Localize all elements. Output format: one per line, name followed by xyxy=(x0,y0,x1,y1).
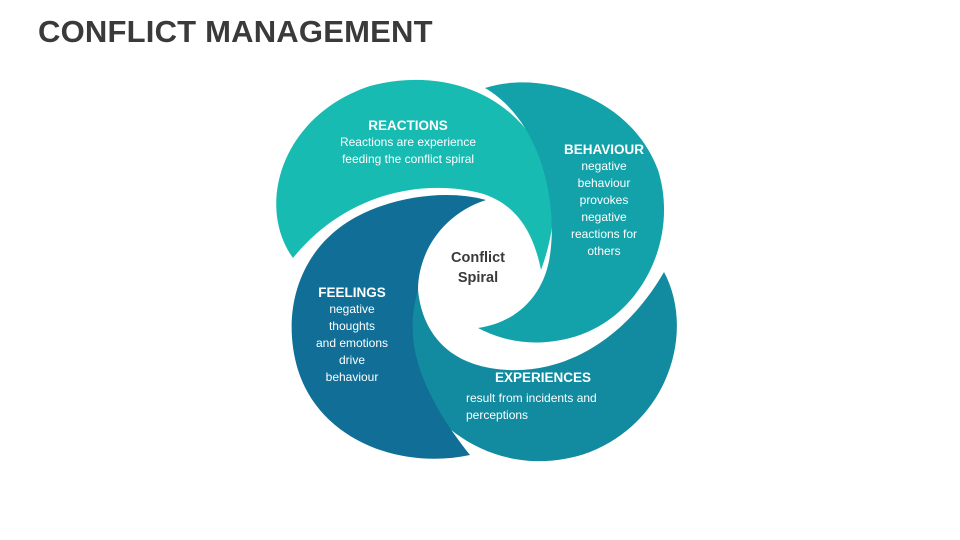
reactions-text-2: feeding the conflict spiral xyxy=(341,152,475,166)
behaviour-text-4: negative xyxy=(581,210,627,224)
experiences-text-1: result from incidents and xyxy=(466,391,597,405)
behaviour-text-1: negative xyxy=(581,159,627,173)
behaviour-petal xyxy=(478,82,665,343)
feelings-text-1: negative xyxy=(329,302,375,316)
feelings-text-3: and emotions xyxy=(315,336,389,350)
behaviour-text-5: reactions for xyxy=(570,227,638,241)
behaviour-text-6: others xyxy=(587,244,621,258)
reactions-heading: REACTIONS xyxy=(368,118,448,133)
behaviour-text-2: behaviour xyxy=(577,176,631,190)
feelings-text-4: drive xyxy=(338,353,365,367)
experiences-text-2: perceptions xyxy=(466,408,529,422)
reactions-label: REACTIONS Reactions are experience feedi… xyxy=(318,117,498,168)
feelings-text-5: behaviour xyxy=(325,370,379,384)
experiences-label: EXPERIENCES result from incidents and pe… xyxy=(458,369,628,424)
experiences-heading: EXPERIENCES xyxy=(494,370,592,385)
reactions-petal xyxy=(276,79,554,271)
center-line-1: Conflict xyxy=(451,250,505,266)
feelings-text-2: thoughts xyxy=(328,319,376,333)
behaviour-text-3: provokes xyxy=(579,193,629,207)
feelings-label: FEELINGS negative thoughts and emotions … xyxy=(298,284,406,386)
feelings-heading: FEELINGS xyxy=(318,285,386,300)
reactions-text-1: Reactions are experience xyxy=(339,135,477,149)
feelings-petal xyxy=(291,195,486,459)
page-title: CONFLICT MANAGEMENT xyxy=(38,14,433,49)
behaviour-heading: BEHAVIOUR xyxy=(563,142,644,157)
center-line-2: Spiral xyxy=(457,270,499,286)
center-label: Conflict Spiral xyxy=(418,248,538,288)
behaviour-label: BEHAVIOUR negative behaviour provokes ne… xyxy=(548,141,660,260)
experiences-petal xyxy=(406,272,677,462)
